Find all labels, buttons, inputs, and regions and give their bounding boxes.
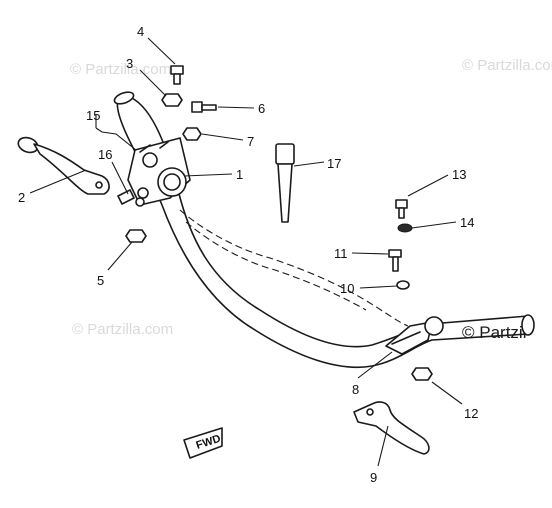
watermark-top-right: © Partzilla.com — [462, 57, 552, 74]
callout-8: 8 — [352, 382, 359, 397]
callout-14: 14 — [460, 215, 474, 230]
callout-7: 7 — [247, 134, 254, 149]
callout-17: 17 — [327, 156, 341, 171]
callout-13: 13 — [452, 167, 466, 182]
callout-numbers: 4 3 6 7 1 15 16 2 5 17 13 14 11 10 8 12 … — [18, 24, 478, 485]
callout-5: 5 — [97, 273, 104, 288]
right-lever-holder-8 — [385, 316, 444, 355]
nut-3 — [161, 93, 183, 107]
right-lever-9 — [353, 401, 430, 455]
fwd-stamp: FWD — [183, 427, 223, 459]
callout-9: 9 — [370, 470, 377, 485]
cable-17 — [275, 143, 295, 223]
nut-12 — [411, 367, 433, 381]
watermark-mid-left: © Partzilla.com — [72, 321, 173, 338]
bolt-11 — [388, 249, 402, 272]
nut-5 — [125, 229, 147, 243]
callout-2: 2 — [18, 190, 25, 205]
callout-1: 1 — [236, 167, 243, 182]
bolt-13 — [395, 199, 408, 219]
callout-10: 10 — [340, 281, 354, 296]
watermark-mid-right: © Partzil — [462, 323, 526, 342]
lever-holder-assembly — [127, 137, 191, 207]
bolt-6 — [191, 101, 217, 113]
nut-7 — [182, 127, 202, 141]
watermark-top-left: © Partzilla.com — [70, 61, 171, 78]
left-lever — [17, 136, 110, 195]
callout-12: 12 — [464, 406, 478, 421]
callout-15: 15 — [86, 108, 100, 123]
callout-3: 3 — [126, 56, 133, 71]
bolt-16 — [117, 189, 135, 205]
callout-16: 16 — [98, 147, 112, 162]
callout-6: 6 — [258, 101, 265, 116]
callout-11: 11 — [334, 246, 348, 261]
callout-4: 4 — [137, 24, 144, 39]
washer-10 — [396, 280, 410, 290]
leader-lines — [29, 37, 463, 467]
bolt-4 — [170, 65, 184, 85]
washer-14 — [397, 223, 413, 233]
